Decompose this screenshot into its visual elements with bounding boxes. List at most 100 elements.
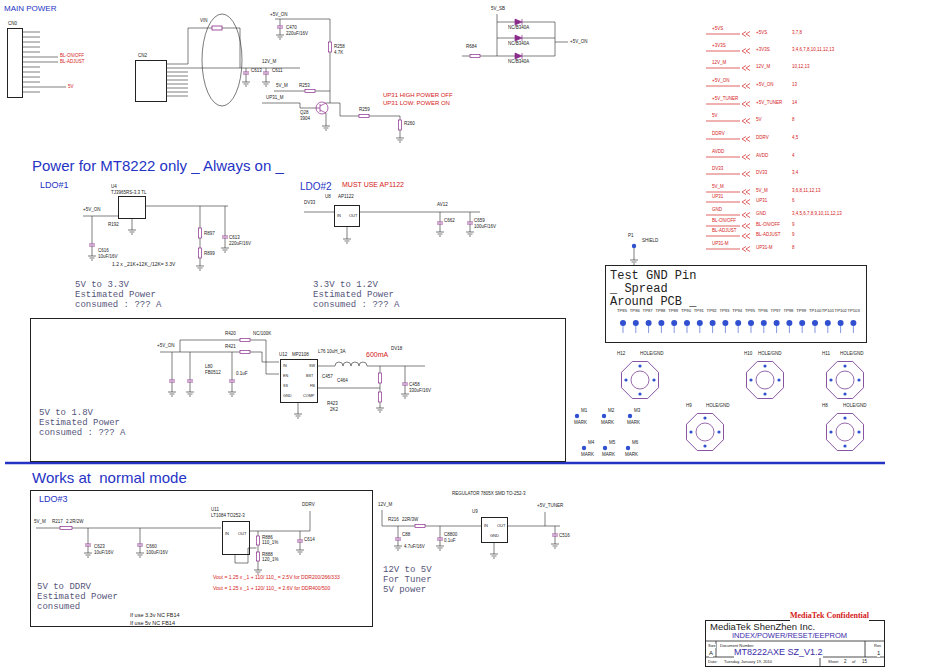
label-text: TP96 bbox=[758, 309, 768, 314]
label-text: REGULATOR 7805X SMD TO-252-3 bbox=[452, 492, 525, 497]
label-text: HOLE/GND bbox=[640, 352, 664, 357]
label-text: +3V3S bbox=[756, 48, 770, 53]
ground-symbol bbox=[490, 550, 498, 558]
port-symbol bbox=[706, 200, 750, 205]
label-text: DDRV bbox=[302, 503, 315, 508]
label-text: M3 bbox=[634, 409, 640, 414]
port-symbol bbox=[706, 137, 750, 142]
label-text: 4 bbox=[792, 154, 795, 159]
label-text: R260 bbox=[404, 122, 415, 127]
label-text: 12V to 5V For Tuner 5V power bbox=[383, 566, 438, 596]
ground-symbol bbox=[88, 252, 96, 260]
capacitor-symbol bbox=[222, 236, 228, 238]
wire bbox=[160, 340, 298, 410]
wire bbox=[83, 206, 228, 262]
node-text: CN2 bbox=[138, 54, 147, 59]
mark-dot bbox=[628, 414, 632, 418]
label-text: 0.1uF bbox=[444, 539, 456, 544]
label-text: H10 bbox=[744, 352, 752, 357]
label-text: 5V bbox=[712, 114, 718, 119]
capacitor-symbol bbox=[263, 72, 269, 74]
label-text: UP31 LOW: POWER ON bbox=[383, 100, 450, 107]
label-text: HOLE/GND bbox=[843, 404, 867, 409]
label-text: TP88 bbox=[655, 309, 665, 314]
resistor-symbol bbox=[199, 248, 202, 258]
label-text: TP100 bbox=[809, 309, 821, 314]
label-text: 3,4,5,6,7,8,9,10,11,12,13 bbox=[792, 212, 842, 217]
title-block-line bbox=[705, 641, 885, 666]
label-text: Vout = 1.25 x _1 + 120/ 110_ = 2.6V for … bbox=[213, 586, 330, 592]
label-text: 22R/3W bbox=[402, 518, 418, 523]
node-text: Tuesday, January 19, 2010 bbox=[724, 660, 772, 664]
label-text: 3,7,8 bbox=[792, 31, 802, 36]
label-text: L80 bbox=[205, 365, 213, 370]
capacitor-symbol bbox=[402, 383, 408, 385]
ground-symbol bbox=[343, 235, 351, 243]
label-text: TP87 bbox=[643, 309, 653, 314]
label-text: 12V_M bbox=[756, 65, 770, 70]
capacitor-symbol bbox=[467, 222, 473, 224]
label-text: TP89 bbox=[668, 309, 678, 314]
label-text: DV33 bbox=[304, 201, 315, 206]
label-text: 12V_M bbox=[262, 60, 276, 65]
label-text: R192 bbox=[108, 223, 119, 228]
mark-dot bbox=[575, 414, 579, 418]
ground-symbol bbox=[294, 410, 302, 418]
label-text: C458 bbox=[409, 383, 420, 388]
section-divider bbox=[5, 463, 885, 464]
mark-dot bbox=[632, 244, 636, 248]
transistor-symbol bbox=[316, 102, 328, 114]
node-text: IN bbox=[337, 214, 341, 218]
node-text: INDEX/POWER/RESET/EEPROM bbox=[732, 632, 847, 640]
label-text: SHIELD bbox=[642, 239, 658, 244]
ground-symbol bbox=[84, 31, 638, 574]
node-text: SS bbox=[283, 384, 288, 388]
node-text: of bbox=[852, 660, 855, 664]
label-text: NC/B340A bbox=[508, 42, 529, 47]
label-text: UP31-M bbox=[756, 246, 773, 251]
mounting-hole bbox=[687, 414, 724, 451]
label-text: UP31 bbox=[712, 195, 723, 200]
label-text: GND bbox=[712, 208, 722, 213]
node-text: U12 bbox=[279, 353, 287, 358]
transistor-symbol bbox=[316, 103, 326, 113]
ground-symbol bbox=[466, 228, 474, 236]
label-text: If use 3.3v NC FB14 bbox=[130, 612, 180, 618]
label-text: UP31-M bbox=[712, 242, 729, 247]
capacitor-symbol bbox=[137, 544, 143, 546]
node-text: TJ3965RS-3.3 TL bbox=[111, 191, 146, 196]
label-text: C457 bbox=[322, 375, 333, 380]
node-text: U9 bbox=[472, 510, 478, 515]
resistor-symbol bbox=[379, 392, 382, 402]
node-text: 2 bbox=[844, 660, 847, 665]
test-pin bbox=[774, 320, 780, 333]
label-text: +5V_ON bbox=[270, 13, 287, 18]
label-text: +5V_ON bbox=[157, 344, 174, 349]
label-text: +5V_ON bbox=[756, 83, 773, 88]
label-text: TP91 bbox=[694, 309, 704, 314]
test-pin bbox=[748, 320, 754, 333]
ground-symbol bbox=[276, 31, 284, 39]
test-pin bbox=[850, 320, 856, 333]
label-text: C470 bbox=[286, 26, 297, 31]
label-text: NC/100K bbox=[253, 332, 271, 337]
label-text: TP86 bbox=[630, 309, 640, 314]
label-text: +5V_ON bbox=[570, 40, 587, 45]
label-text: C464 bbox=[337, 379, 348, 384]
node-text: U11 bbox=[211, 508, 219, 513]
diode-symbol bbox=[515, 19, 522, 59]
port-symbol bbox=[706, 84, 750, 89]
label-text: TP93 bbox=[719, 309, 729, 314]
ground-symbol bbox=[136, 549, 144, 557]
title-block-line bbox=[705, 641, 885, 666]
label-text: 5V to 3.3V Estimated Power consumed : ??… bbox=[75, 281, 165, 311]
port-symbol bbox=[706, 102, 750, 107]
label-text: 13 bbox=[792, 83, 797, 88]
diode-symbol bbox=[515, 19, 522, 59]
label-text: 10,12,13 bbox=[792, 65, 810, 70]
ground-symbol bbox=[254, 566, 262, 574]
label-text: R216 bbox=[388, 518, 399, 523]
ferrite-bead bbox=[202, 14, 242, 106]
